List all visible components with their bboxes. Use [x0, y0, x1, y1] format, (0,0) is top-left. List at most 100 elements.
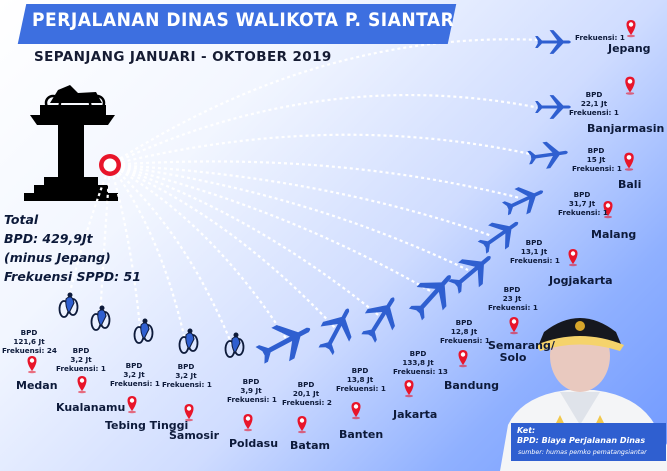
bpd-title: BPD — [585, 90, 603, 99]
label-banten: BPD 13,8 Jt Frekuensi: 1 — [336, 366, 386, 393]
motorcycle-icon — [58, 291, 79, 318]
map-pin-icon — [626, 20, 636, 38]
city-semarang-solo: Semarang/ Solo — [488, 339, 555, 364]
frequency-text: Frekuensi: 1 — [488, 303, 538, 312]
frequency-text: Frekuensi: 1 — [110, 379, 160, 388]
airplane-icon — [535, 30, 571, 54]
city-jogjakarta: Jogjakarta — [549, 274, 613, 287]
motorcycle-icon — [133, 317, 154, 344]
label-semarang-solo: BPD 23 Jt Frekuensi: 1 — [488, 285, 538, 312]
bpd-value: 13,8 Jt — [346, 375, 374, 384]
frequency-text: Frekuensi: 1 — [575, 33, 625, 42]
airplane-icon — [311, 301, 363, 359]
label-jakarta: BPD 133,8 Jt Frekuensi: 13 — [393, 349, 448, 376]
bpd-value: 3,2 Jt — [123, 370, 145, 379]
map-pin-icon — [243, 414, 253, 432]
city-poldasu: Poldasu — [229, 437, 279, 450]
label-batam: BPD 20,1 Jt Frekuensi: 2 — [282, 380, 332, 407]
frequency-text: Frekuensi: 1 — [336, 384, 386, 393]
map-pin-icon — [458, 350, 468, 368]
legend-box — [511, 423, 666, 461]
airplane-icon — [354, 288, 408, 348]
bpd-value: 22,1 Jt — [580, 99, 608, 108]
label-malang: BPD 31,7 Jt Frekuensi: 1 — [558, 190, 608, 217]
city-banjarmasin: Banjarmasin — [587, 122, 665, 135]
frequency-text: Frekuensi: 1 — [440, 336, 490, 345]
frequency-text: Frekuensi: 1 — [227, 395, 277, 404]
bpd-value: 31,7 Jt — [568, 199, 596, 208]
city-kualanamu: Kualanamu — [56, 401, 126, 414]
map-pin-icon — [509, 317, 519, 335]
city-tebing-tinggi: Tebing Tinggi — [105, 419, 189, 432]
airplane-icon — [535, 95, 571, 119]
page-subtitle: SEPANJANG JANUARI - OKTOBER 2019 — [34, 49, 332, 65]
frequency-text: Frekuensi: 2 — [282, 398, 332, 407]
total-bpd: BPD: 429,9Jt — [4, 231, 93, 246]
map-pin-icon — [624, 152, 634, 171]
frequency-text: Frekuensi: 1 — [569, 108, 619, 117]
bpd-title: BPD — [20, 328, 38, 337]
bpd-value: 12,8 Jt — [450, 327, 478, 336]
bpd-value: 121,6 Jt — [13, 337, 45, 346]
frequency-text: Frekuensi: 13 — [393, 367, 448, 376]
source-credit: sumber: humas pemko pematangsiantar — [518, 449, 647, 456]
bpd-title: BPD — [409, 349, 427, 358]
bpd-value: 133,8 Jt — [402, 358, 434, 367]
bpd-value: 3,2 Jt — [70, 355, 92, 364]
bpd-title: BPD — [72, 346, 90, 355]
bpd-title: BPD — [503, 285, 521, 294]
city-jepang: Jepang — [608, 42, 651, 55]
airplane-icon — [251, 312, 319, 372]
bpd-value: 3,9 Jt — [240, 386, 262, 395]
bpd-value: 15 Jt — [586, 155, 606, 164]
frequency-text: Frekuensi: 1 — [572, 164, 622, 173]
total-summary: Total BPD: 429,9Jt (minus Jepang) Frekue… — [4, 210, 141, 286]
label-tebing-tinggi: BPD 3,2 Jt Frekuensi: 1 — [110, 361, 160, 388]
label-jepang: Frekuensi: 1 — [575, 33, 625, 42]
bpd-title: BPD — [177, 362, 195, 371]
label-kualanamu: BPD 3,2 Jt Frekuensi: 1 — [56, 346, 106, 373]
airplane-icon — [402, 263, 464, 327]
bpd-title: BPD — [587, 146, 605, 155]
map-pin-icon — [568, 249, 578, 267]
city-batam: Batam — [290, 439, 330, 452]
label-poldasu: BPD 3,9 Jt Frekuensi: 1 — [227, 377, 277, 404]
city-malang: Malang — [591, 228, 637, 241]
frequency-text: Frekuensi: 1 — [558, 208, 608, 217]
legend-text: Ket: BPD: Biaya Perjalanan Dinas — [517, 426, 645, 446]
label-samosir: BPD 3,2 Jt Frekuensi: 1 — [162, 362, 212, 389]
bpd-value: 13,1 Jt — [520, 247, 548, 256]
bpd-title: BPD — [297, 380, 315, 389]
map-pin-icon — [127, 396, 137, 414]
motorcycle-icon — [224, 331, 245, 358]
total-frequency: Frekuensi SPPD: 51 — [4, 269, 141, 284]
bpd-title: BPD — [525, 238, 543, 247]
city-bali: Bali — [618, 178, 642, 191]
map-pin-icon — [77, 376, 87, 394]
total-label: Total — [4, 212, 39, 227]
bpd-title: BPD — [351, 366, 369, 375]
bpd-value: 23 Jt — [502, 294, 522, 303]
monument-icon — [24, 85, 118, 201]
legend-description: BPD: Biaya Perjalanan Dinas — [517, 436, 646, 445]
map-pin-icon — [27, 356, 37, 374]
bpd-value: 3,2 Jt — [175, 371, 197, 380]
airplane-icon — [499, 178, 549, 222]
label-banjarmasin: BPD 22,1 Jt Frekuensi: 1 — [569, 90, 619, 117]
airplane-icon — [526, 139, 570, 171]
frequency-text: Frekuensi: 1 — [510, 256, 560, 265]
motorcycle-icon — [178, 327, 199, 354]
page-title: PERJALANAN DINAS WALIKOTA P. SIANTAR — [32, 9, 455, 31]
label-jogjakarta: BPD 13,1 Jt Frekuensi: 1 — [510, 238, 560, 265]
city-jakarta: Jakarta — [393, 408, 438, 421]
bpd-title: BPD — [573, 190, 591, 199]
city-bandung: Bandung — [444, 379, 500, 392]
frequency-text: Frekuensi: 24 — [2, 346, 57, 355]
legend-title: Ket: — [517, 426, 536, 435]
map-pin-icon — [351, 402, 361, 420]
label-bandung: BPD 12,8 Jt Frekuensi: 1 — [440, 318, 490, 345]
bpd-value: 20,1 Jt — [292, 389, 320, 398]
city-medan: Medan — [16, 379, 58, 392]
city-banten: Banten — [339, 428, 384, 441]
